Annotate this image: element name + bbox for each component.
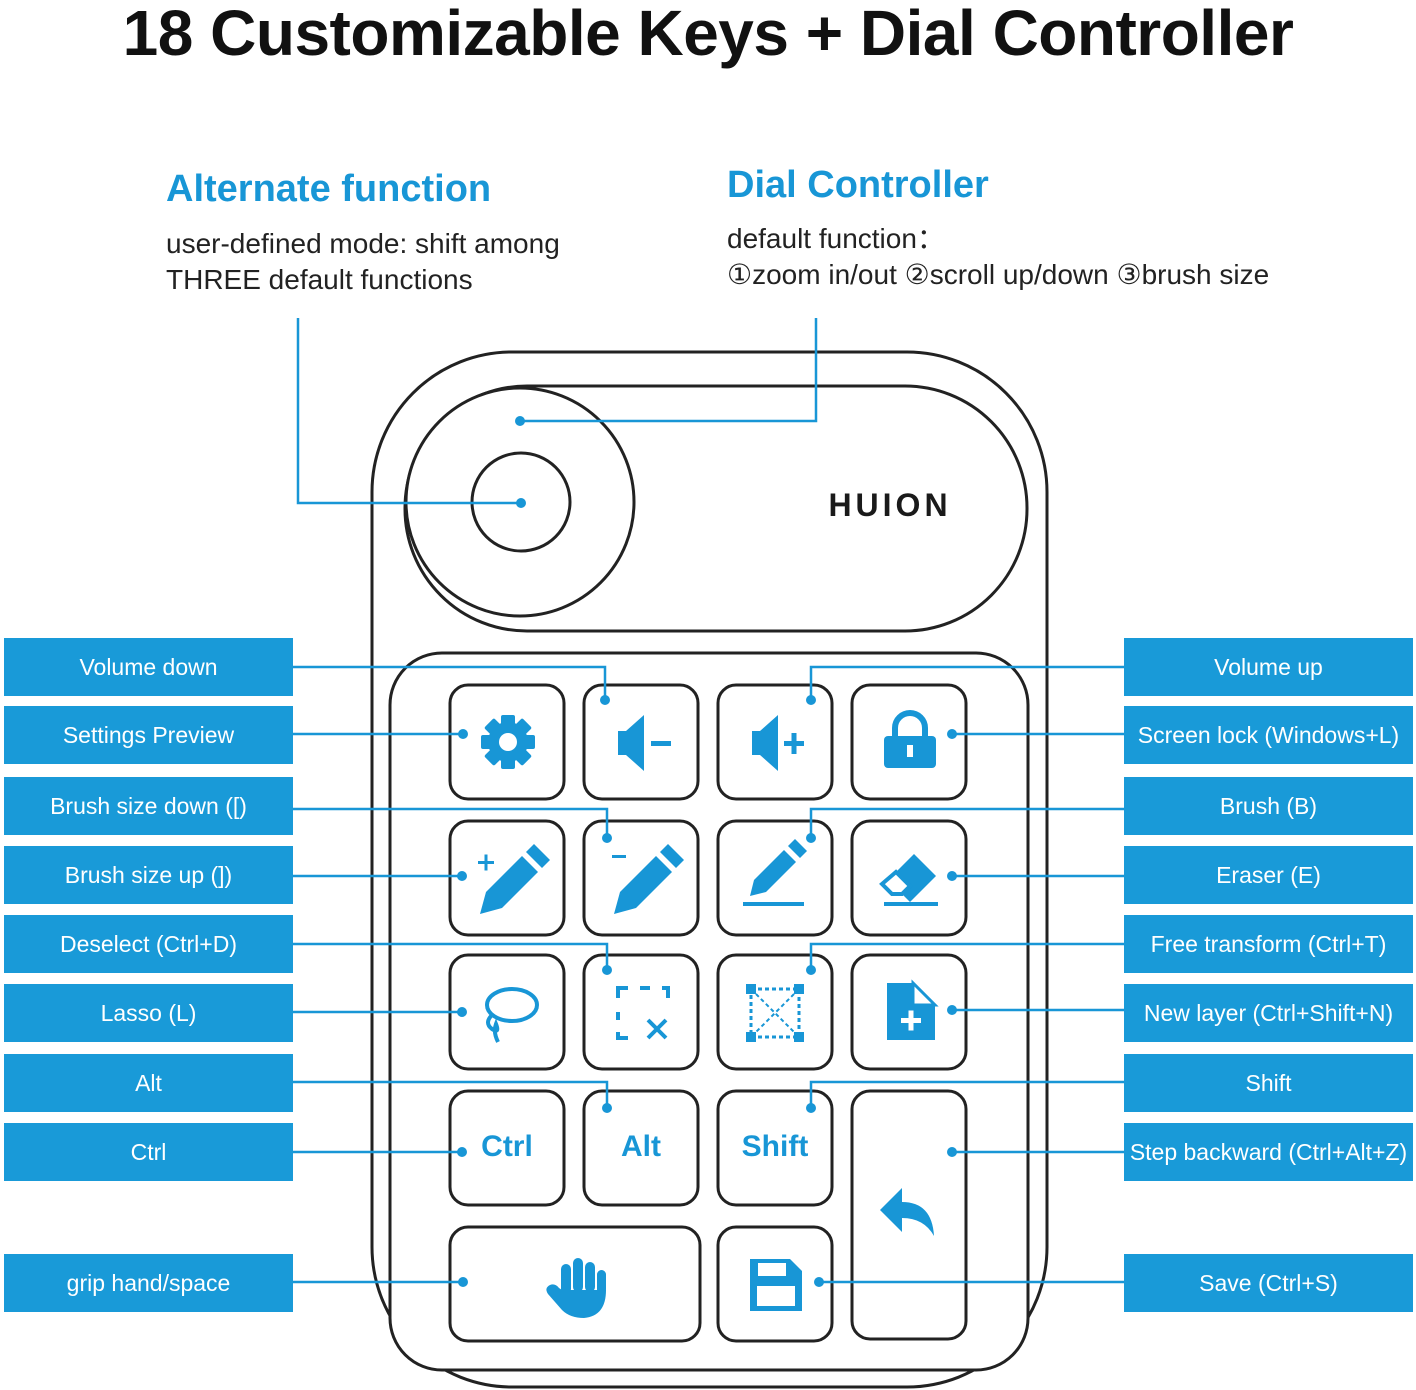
key-shift-label: Shift [741, 1130, 809, 1163]
label-shift: Shift [1124, 1054, 1413, 1112]
alternate-function-heading: Alternate function [166, 168, 492, 210]
key-ctrl [448, 1089, 566, 1207]
save-icon [750, 1259, 802, 1311]
key-deselect [582, 953, 700, 1071]
dial-controller-desc-2: ①zoom in/out ②scroll up/down ③brush size [727, 259, 1270, 290]
label-volume-up: Volume up [1124, 638, 1413, 696]
pencil-plus-icon [478, 844, 550, 914]
label-screen-lock: Screen lock (Windows+L) [1124, 706, 1413, 764]
label-settings-preview: Settings Preview [4, 706, 293, 764]
key-shift [716, 1089, 834, 1207]
volume-down-icon [618, 715, 671, 771]
volume-up-icon [752, 715, 804, 771]
label-save: Save (Ctrl+S) [1124, 1254, 1413, 1312]
key-lasso [448, 953, 566, 1071]
label-volume-down: Volume down [4, 638, 293, 696]
label-ctrl: Ctrl [4, 1123, 293, 1181]
label-lasso: Lasso (L) [4, 984, 293, 1042]
lasso-icon [485, 987, 539, 1043]
dial-controller-heading: Dial Controller [727, 164, 989, 206]
label-alt: Alt [4, 1054, 293, 1112]
key-ctrl-label: Ctrl [481, 1130, 533, 1163]
alternate-function-desc-1: user-defined mode: shift among [166, 228, 560, 259]
label-deselect: Deselect (Ctrl+D) [4, 915, 293, 973]
label-brush-size-up: Brush size up (]) [4, 846, 293, 904]
page-title: 18 Customizable Keys + Dial Controller [122, 0, 1294, 69]
pencil-minus-icon [612, 844, 684, 914]
label-free-transform: Free transform (Ctrl+T) [1124, 915, 1413, 973]
new-layer-icon [887, 979, 939, 1040]
key-alt [582, 1089, 700, 1207]
deselect-icon [616, 986, 670, 1040]
label-brush: Brush (B) [1124, 777, 1413, 835]
label-brush-size-down: Brush size down ([) [4, 777, 293, 835]
label-new-layer: New layer (Ctrl+Shift+N) [1124, 984, 1413, 1042]
key-alt-label: Alt [621, 1130, 661, 1163]
gear-icon [481, 715, 535, 769]
alternate-function-desc-2: THREE default functions [166, 264, 473, 295]
pen-icon [743, 839, 807, 906]
label-grip-hand: grip hand/space [4, 1254, 293, 1312]
label-eraser: Eraser (E) [1124, 846, 1413, 904]
lock-icon [884, 710, 936, 768]
free-transform-icon [746, 984, 804, 1042]
huion-logo: HUION [828, 487, 952, 523]
eraser-icon [879, 854, 938, 906]
label-step-backward: Step backward (Ctrl+Alt+Z) [1124, 1123, 1413, 1181]
undo-arrow-icon [880, 1188, 934, 1236]
dial-controller-desc-1: default function： [727, 223, 945, 254]
hand-icon [546, 1258, 606, 1318]
